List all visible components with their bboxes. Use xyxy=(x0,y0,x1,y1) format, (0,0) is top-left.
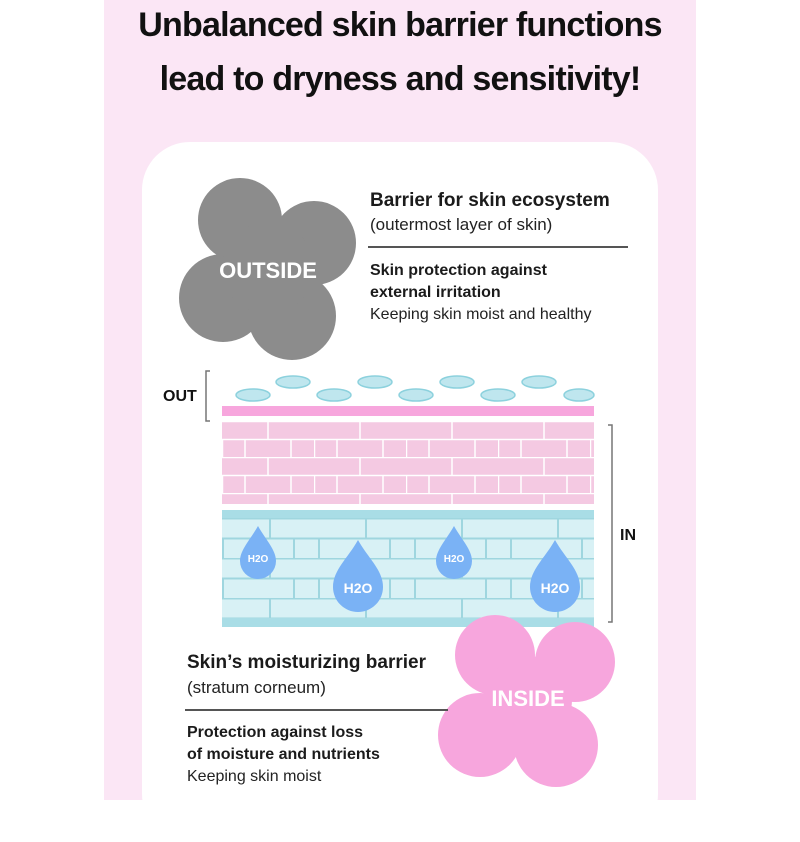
pink-brick-layer xyxy=(222,421,594,504)
water-drop-icon xyxy=(333,540,383,612)
inside-point-title-1: Protection against loss xyxy=(187,724,364,741)
out-label: OUT xyxy=(163,388,197,405)
water-drop-label: H2O xyxy=(343,580,373,596)
water-drop-label: H2O xyxy=(540,580,570,596)
water-drop-icon xyxy=(530,540,580,612)
outside-divider xyxy=(368,246,628,248)
headline-line-1: Unbalanced skin barrier functions xyxy=(138,6,662,44)
out-bracket xyxy=(205,370,210,422)
inside-badge: INSIDE xyxy=(491,686,565,711)
pink-surface-strip xyxy=(222,406,594,416)
blue-bottom-strip xyxy=(222,618,594,627)
water-drop-label: H2O xyxy=(443,554,465,565)
outside-point-desc: Keeping skin moist and healthy xyxy=(370,306,592,323)
inside-subtitle: (stratum corneum) xyxy=(187,678,326,697)
inside-point-title-2: of moisture and nutrients xyxy=(187,746,380,763)
in-label: IN xyxy=(620,527,636,544)
inside-title: Skin’s moisturizing barrier xyxy=(187,652,426,673)
water-drops xyxy=(240,526,580,612)
inside-flower-shape xyxy=(438,615,615,787)
headline-line-2: lead to dryness and sensitivity! xyxy=(159,60,642,98)
outside-point-title-1: Skin protection against xyxy=(370,262,547,279)
in-bracket xyxy=(608,424,613,623)
water-drop-icon xyxy=(436,526,472,579)
outside-flower-shape xyxy=(179,178,356,360)
outside-point-title-2: external irritation xyxy=(370,284,501,301)
outside-badge: OUTSIDE xyxy=(219,258,317,283)
inside-divider xyxy=(185,709,448,711)
water-drop-label: H2O xyxy=(247,554,269,565)
surface-particles xyxy=(235,375,595,402)
inside-point-desc: Keeping skin moist xyxy=(187,768,322,785)
water-drop-icon xyxy=(240,526,276,579)
outside-title: Barrier for skin ecosystem xyxy=(370,190,610,211)
outside-subtitle: (outermost layer of skin) xyxy=(370,215,553,234)
skin-barrier-diagram xyxy=(179,178,615,787)
blue-separator-strip xyxy=(222,510,594,518)
blue-brick-layer xyxy=(222,518,594,618)
